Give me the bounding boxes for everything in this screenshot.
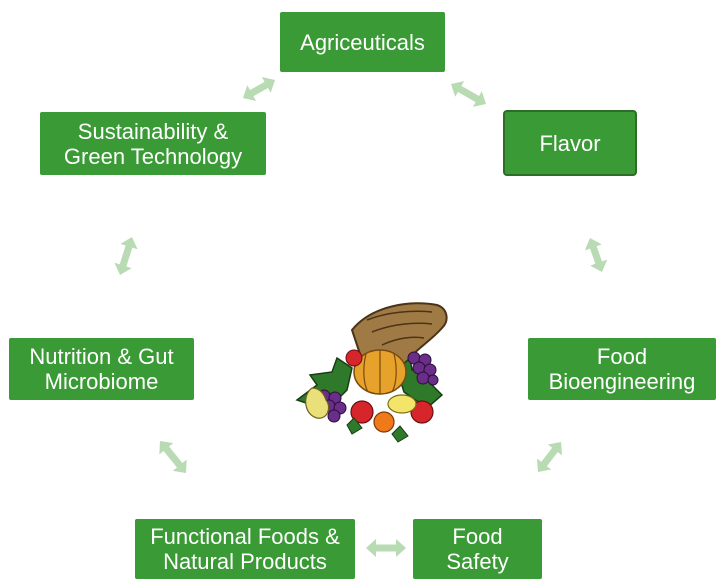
arrow-agriceuticals-sustainability: [242, 77, 276, 101]
node-functional-foods: Functional Foods & Natural Products: [135, 519, 355, 579]
node-label-line2: Bioengineering: [548, 369, 696, 394]
node-sustainability: Sustainability & Green Technology: [40, 112, 266, 175]
node-label-line2: Natural Products: [163, 549, 327, 574]
arrow-agriceuticals-flavor: [451, 81, 486, 107]
arrow-flavor-bioengineering: [584, 237, 608, 273]
node-nutrition: Nutrition & Gut Microbiome: [9, 338, 194, 400]
node-label: Flavor: [539, 130, 601, 156]
cornucopia-icon: [295, 302, 448, 443]
node-label-line1: Food: [452, 524, 503, 549]
node-label-line1: Food: [596, 344, 648, 369]
node-agriceuticals: Agriceuticals: [280, 12, 445, 72]
node-label-line1: Sustainability &: [77, 118, 229, 144]
node-food-safety: Food Safety: [413, 519, 542, 579]
arrow-safety-functional: [366, 539, 406, 557]
node-label: Agriceuticals: [300, 29, 425, 55]
node-label-line2: Microbiome: [44, 369, 159, 394]
arrow-bioengineering-safety: [536, 441, 563, 473]
arrow-nutrition-sustainability: [114, 236, 138, 276]
arrow-functional-nutrition: [159, 441, 187, 473]
node-flavor: Flavor: [503, 110, 637, 176]
node-label-line1: Functional Foods &: [150, 524, 340, 549]
node-food-bioengineering: Food Bioengineering: [528, 338, 716, 400]
node-label-line2: Safety: [446, 549, 509, 574]
node-label-line2: Green Technology: [63, 143, 243, 169]
node-label-line1: Nutrition & Gut: [29, 344, 174, 369]
